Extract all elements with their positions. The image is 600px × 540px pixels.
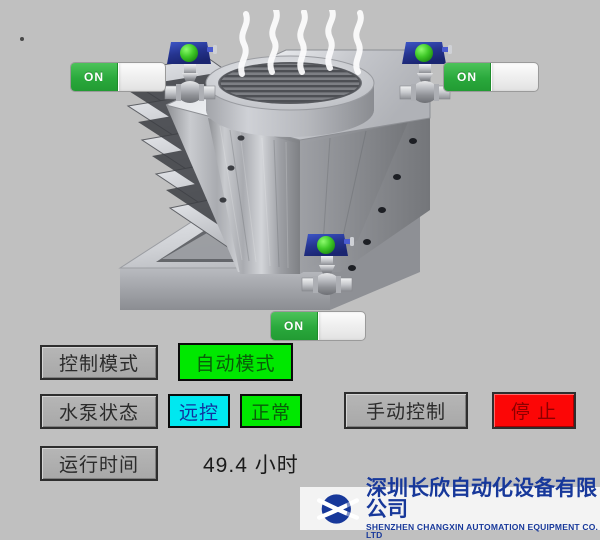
screen-speck (20, 37, 24, 41)
fan-grille (220, 63, 360, 103)
valve-body (177, 81, 203, 103)
fan-drum (205, 55, 375, 137)
status-control-mode: 自动模式 (178, 343, 293, 381)
status-pump-remote: 远控 (168, 394, 230, 428)
valve-left[interactable] (163, 38, 219, 108)
toggle-left-knob[interactable] (118, 63, 165, 91)
toggle-right-label: ON (444, 63, 491, 91)
valve-right[interactable] (398, 38, 454, 108)
toggle-bottom[interactable]: ON (270, 311, 366, 341)
toggle-left[interactable]: ON (70, 62, 166, 92)
toggle-left-label: ON (71, 63, 118, 91)
company-name-en: SHENZHEN CHANGXIN AUTOMATION EQUIPMENT C… (366, 521, 599, 540)
company-name-cn: 深圳长欣自动化设备有限公司 (366, 476, 597, 521)
valve-status-led (180, 44, 198, 62)
toggle-bottom-knob[interactable] (318, 312, 365, 340)
toggle-bottom-label: ON (271, 312, 318, 340)
label-runtime: 运行时间 (40, 446, 158, 481)
valve-body (314, 273, 340, 295)
valve-status-led (317, 236, 335, 254)
cooling-tower-graphic (114, 10, 431, 310)
manual-control-button[interactable]: 手动控制 (344, 392, 468, 429)
value-runtime: 49.4 小时 (203, 453, 299, 477)
changxin-x-mark (317, 493, 359, 524)
label-control-mode: 控制模式 (40, 345, 158, 380)
stop-button[interactable]: 停 止 (492, 392, 576, 429)
status-pump-normal: 正常 (240, 394, 302, 428)
toggle-right[interactable]: ON (443, 62, 539, 92)
company-logo-band: 深圳长欣自动化设备有限公司 SHENZHEN CHANGXIN AUTOMATI… (300, 478, 600, 539)
label-pump-status: 水泵状态 (40, 394, 158, 429)
toggle-right-knob[interactable] (491, 63, 538, 91)
tower-bolts (348, 138, 417, 271)
valve-bottom[interactable] (300, 230, 356, 300)
valve-body (412, 81, 438, 103)
valve-status-led (415, 44, 433, 62)
